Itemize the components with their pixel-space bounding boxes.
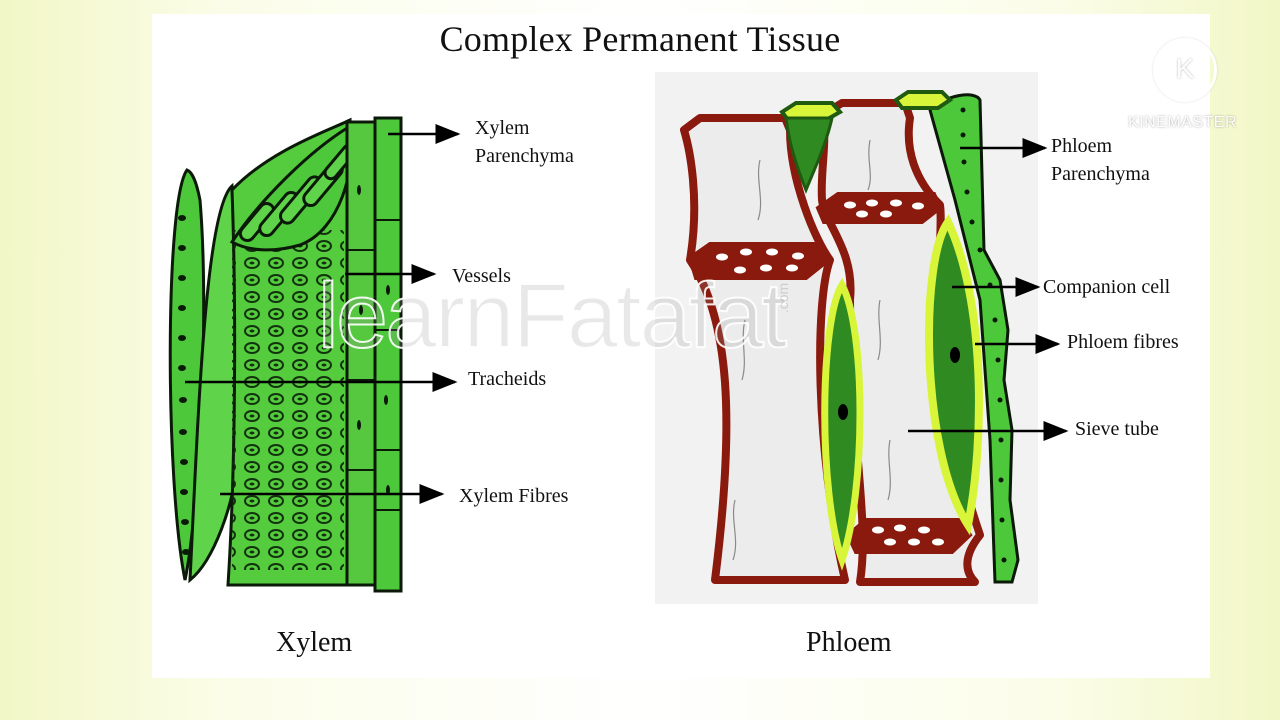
page-title: Complex Permanent Tissue xyxy=(439,19,841,59)
phloem-arrows xyxy=(908,138,1069,441)
watermark-text: learnFatafat xyxy=(317,264,788,368)
kinemaster-logo-icon: K xyxy=(1153,38,1217,102)
companion-cell-right xyxy=(925,214,983,536)
label-xylem-parenchyma-2: Parenchyma xyxy=(475,145,574,167)
label-xylem-fibres: Xylem Fibres xyxy=(459,485,569,507)
xylem-arrows xyxy=(185,124,461,504)
label-phloem-parenchyma-2: Parenchyma xyxy=(1051,163,1150,185)
label-sieve-tube: Sieve tube xyxy=(1075,418,1159,440)
sieve-tube-left xyxy=(680,114,849,584)
label-tracheids: Tracheids xyxy=(468,368,547,390)
label-xylem-parenchyma-1: Xylem xyxy=(475,117,530,139)
label-companion-cell: Companion cell xyxy=(1043,276,1171,298)
phloem-diagram xyxy=(655,72,1038,604)
xylem-column-1 xyxy=(345,120,377,587)
companion-cell-left xyxy=(821,278,864,571)
label-vessels: Vessels xyxy=(452,265,511,287)
xylem-column-2 xyxy=(373,116,403,593)
label-phloem-parenchyma-1: Phloem xyxy=(1051,135,1113,157)
kinemaster-logo-text: KINEMASTER xyxy=(1128,114,1238,131)
caption-xylem: Xylem xyxy=(276,627,353,658)
caption-phloem: Phloem xyxy=(806,627,892,658)
watermark-suffix: .com xyxy=(775,282,792,314)
label-phloem-fibres: Phloem fibres xyxy=(1067,331,1179,353)
xylem-diagram xyxy=(155,102,420,602)
kinemaster-logo-letter: K xyxy=(1175,53,1195,84)
